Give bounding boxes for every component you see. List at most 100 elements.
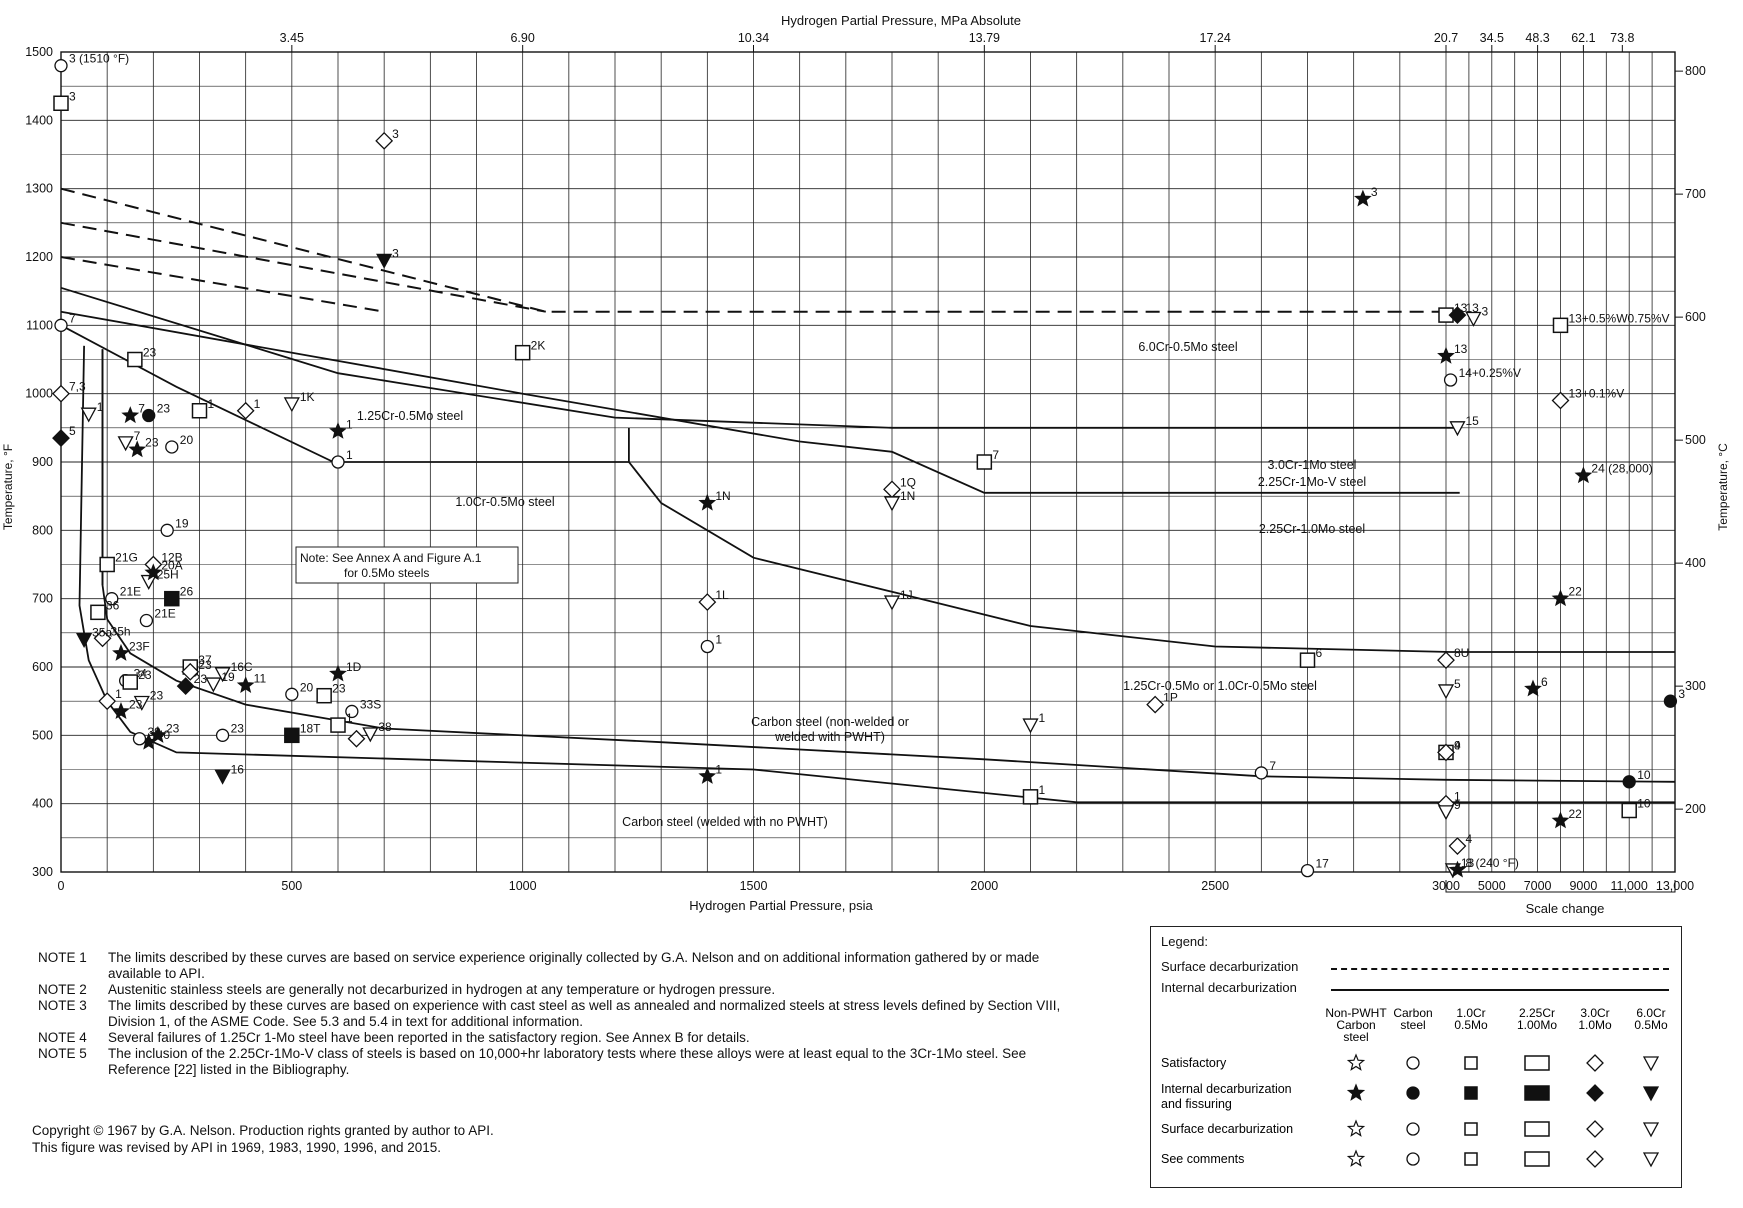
data-point-label: 7 <box>138 402 145 416</box>
data-point <box>144 563 163 581</box>
data-point-label: 4 <box>1454 738 1461 752</box>
data-point-label: 1 <box>346 711 353 725</box>
data-point <box>316 687 332 704</box>
x-axis-label: Hydrogen Partial Pressure, psia <box>689 898 873 913</box>
data-point-label: 35a <box>92 626 112 640</box>
data-point <box>98 692 117 711</box>
legend-symbol-rect <box>1524 1085 1550 1101</box>
data-point <box>1146 695 1165 714</box>
data-point <box>347 729 366 748</box>
data-point <box>128 440 147 458</box>
curve-line <box>60 310 1460 494</box>
data-point-label: 36 <box>106 598 120 612</box>
curve-label: 2.25Cr-1.0Mo steel <box>1259 522 1365 536</box>
curve-line <box>60 256 385 313</box>
data-point <box>1621 802 1637 819</box>
data-point <box>283 397 300 413</box>
data-point-label: 1N <box>900 489 915 503</box>
y2-tick-label: 200 <box>1685 802 1706 816</box>
data-point <box>1443 373 1458 387</box>
curve-label: 1.25Cr-0.5Mo steel <box>357 409 463 423</box>
y-tick-label: 800 <box>32 523 53 537</box>
data-point-label: 14+0.25%V <box>1459 366 1521 380</box>
data-point <box>1663 694 1678 708</box>
note-2-id: NOTE 2 <box>38 982 87 997</box>
data-point <box>164 590 180 607</box>
data-point-label: 3 <box>392 246 399 260</box>
data-point <box>1448 837 1467 855</box>
x-tick-label: 500 <box>281 879 302 893</box>
data-point <box>1551 811 1570 829</box>
data-point <box>1437 805 1455 821</box>
data-point-label: 9 <box>1454 798 1461 812</box>
curve-label: Carbon steel (non-welded or <box>751 715 909 729</box>
data-point <box>375 131 394 150</box>
y-tick-label: 300 <box>32 865 53 879</box>
top-tick-label: 10.34 <box>738 31 769 45</box>
data-point-label: 23 <box>129 697 143 711</box>
data-point-label: 5 <box>1454 677 1461 691</box>
y-tick-label: 600 <box>32 660 53 674</box>
data-point <box>160 523 174 537</box>
data-point <box>1448 306 1467 325</box>
data-point <box>1254 766 1268 780</box>
data-point-label: 6 <box>1541 675 1548 689</box>
legend-symbol-star <box>1346 1053 1366 1071</box>
data-point <box>121 406 140 424</box>
data-point <box>52 384 70 403</box>
data-point <box>1437 743 1455 762</box>
data-point <box>883 496 901 512</box>
legend-row-label: Surface decarburization <box>1161 1122 1293 1136</box>
data-point-label: 33S <box>360 697 381 711</box>
legend-symbol-circle <box>1406 1056 1420 1070</box>
annotation-box: Note: See Annex A and Figure A.1 for 0.5… <box>295 546 519 584</box>
note-5-id: NOTE 5 <box>38 1046 87 1061</box>
data-point-label: 1Q <box>900 475 916 489</box>
copyright-line-2: This figure was revised by API in 1969, … <box>32 1140 442 1155</box>
data-point <box>1300 863 1315 878</box>
data-point-label: 38 <box>378 720 392 734</box>
y-axis-label: Temperature, °F <box>1 444 15 530</box>
data-point-label: 23 <box>198 658 212 672</box>
data-point <box>698 766 717 784</box>
data-point-label: 3 <box>1481 305 1488 319</box>
plot-frame <box>60 51 1676 873</box>
data-point <box>1299 652 1316 668</box>
data-point-label: 13+0.5%W0.75%V <box>1569 311 1670 325</box>
curve-line <box>101 349 1676 783</box>
data-point-label: 4 <box>1465 832 1472 846</box>
data-point-label: 11 <box>254 671 267 685</box>
note-1-text: The limits described by these curves are… <box>108 950 1040 981</box>
data-point-label: 23 <box>145 436 159 450</box>
data-point-label: 23 <box>332 682 346 696</box>
data-point-label: 13 <box>1465 301 1479 315</box>
data-point <box>191 403 208 419</box>
legend-symbol-triangle <box>1642 1152 1660 1168</box>
data-point-label: 2K <box>531 339 546 353</box>
legend-symbol-diamond <box>1586 1150 1604 1168</box>
data-point-label: 21E <box>154 607 175 621</box>
legend-column-header: 1.0Mo <box>1578 1018 1612 1032</box>
y2-tick-label: 400 <box>1685 556 1706 570</box>
data-point <box>1574 466 1593 484</box>
data-point-label: 24 (28,000) <box>1591 462 1652 476</box>
x-tick-label: 11,000 <box>1611 879 1648 893</box>
data-point-label: 1 <box>254 397 261 411</box>
data-point <box>329 421 347 439</box>
legend-column-header: 3.0Cr <box>1580 1006 1609 1020</box>
data-point-label: 15 <box>1465 414 1479 428</box>
data-point <box>514 344 531 361</box>
curve-label: Carbon steel (welded with no PWHT) <box>622 815 828 829</box>
data-point-label: 16 <box>231 762 245 776</box>
data-point-label: 20 <box>180 433 194 447</box>
y-tick-label: 1500 <box>25 45 53 59</box>
note-3-id: NOTE 3 <box>38 998 87 1013</box>
y2-tick-label: 300 <box>1685 679 1706 693</box>
y-tick-label: 400 <box>32 797 53 811</box>
data-point-label: 6 <box>1316 646 1323 660</box>
legend-column-header: Non-PWHT <box>1325 1006 1387 1020</box>
data-point-label: 20A <box>161 559 182 573</box>
